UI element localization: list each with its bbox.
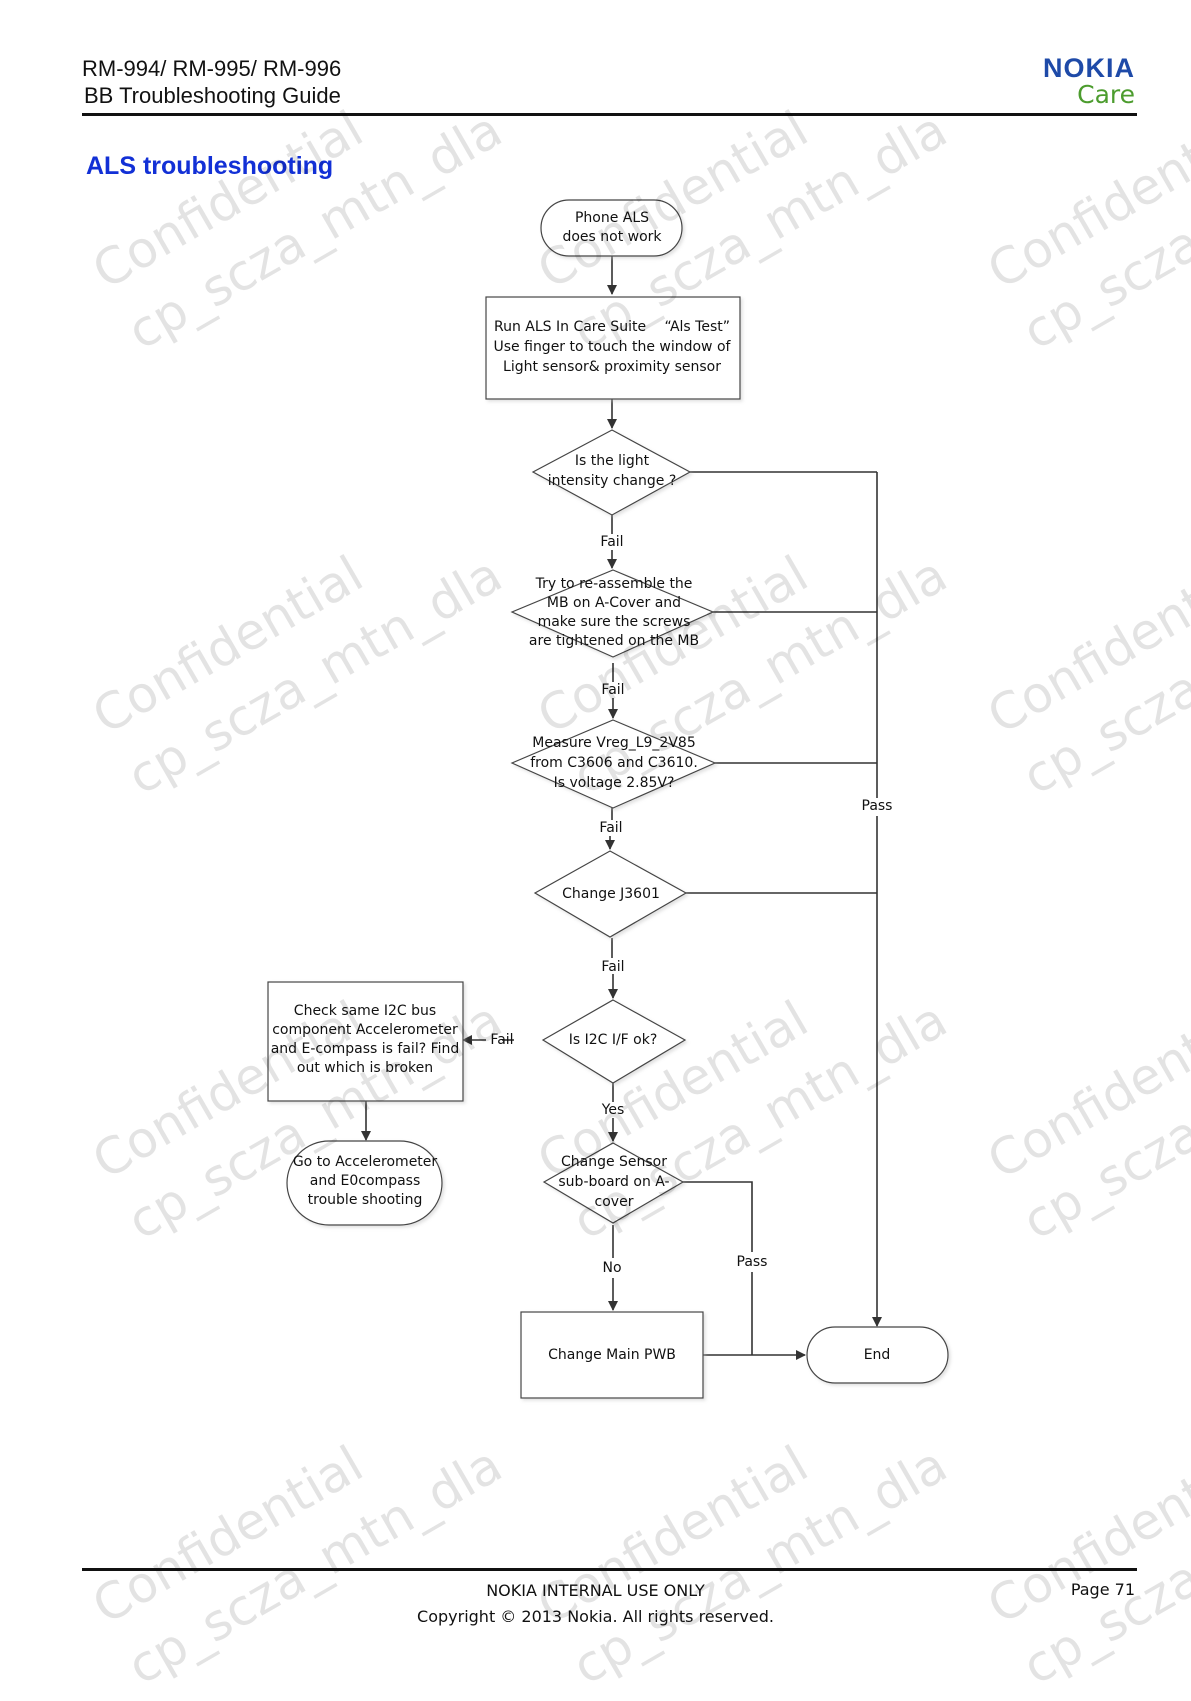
goto-accel-text: trouble shooting [308,1192,423,1208]
goto-accel-terminator [286,1140,443,1226]
edge-label-fail: Fail [599,820,622,836]
run-test-text: Light sensor& proximity sensor [503,359,721,375]
header-models: RM-994/ RM-995/ RM-996 [82,56,342,81]
change-sensor-decision [542,1142,685,1224]
i2c-decision [541,999,687,1084]
goto-accel-text: Go to Accelerometer [293,1154,438,1170]
q-reassemble-text: are tightened on the MB [529,633,699,649]
header-rule [82,113,1137,116]
start-text: does not work [562,229,662,245]
check-i2c-text: and E-compass is fail? Find [271,1041,460,1057]
q-change-sensor-text: cover [595,1194,634,1210]
footer-notice: NOKIA INTERNAL USE ONLY [486,1581,705,1600]
end-text: End [864,1347,891,1363]
edge-label-pass: Pass [737,1254,768,1270]
change-pwb-text: Change Main PWB [548,1347,676,1363]
check-i2c-text: out which is broken [297,1060,433,1076]
q-reassemble-text: make sure the screws [538,614,691,630]
run-test-text: Run ALS In Care Suite “Als Test” [494,319,730,335]
end-terminator [806,1326,949,1384]
start-text: Phone ALS [575,210,649,226]
edge-label-pass: Pass [862,798,893,814]
edge-label-yes: Yes [601,1102,625,1118]
check-i2c-text: Check same I2C bus [294,1003,436,1019]
footer-copyright: Copyright © 2013 Nokia. All rights reser… [417,1607,774,1626]
section-title: ALS troubleshooting [86,152,334,180]
edge-label-fail: Fail [601,682,624,698]
change-pwb-box [520,1311,704,1399]
measure-decision [510,719,717,809]
q-change-sensor-text: Change Sensor [561,1154,667,1170]
start-terminator [540,199,683,257]
q-intensity-text: Is the light [575,453,650,469]
change-j-decision [533,850,688,938]
goto-accel-text: and E0compass [310,1173,421,1189]
q-change-j-text: Change J3601 [562,886,660,902]
nokia-care-logo: NOKIA Care [995,54,1135,108]
edge-label-fail: Fail [490,1032,513,1048]
check-i2c-box [267,981,464,1102]
edge-label-fail: Fail [601,959,624,975]
q-measure-text: from C3606 and C3610. [530,755,698,771]
page-number: Page 71 [1070,1580,1135,1599]
footer-rule [82,1568,1137,1571]
reassemble-decision [510,569,715,658]
edge-label-fail: Fail [600,534,623,550]
intensity-decision [531,429,692,516]
q-change-sensor-text: sub-board on A- [558,1174,669,1190]
shapes [267,199,949,1399]
connector-sensor-pass-a [683,1181,753,1252]
q-measure-text: Is voltage 2.85V? [554,775,675,791]
run-test-box [485,296,741,400]
connectors [361,256,882,1360]
header-guide-title: BB Troubleshooting Guide [84,83,341,108]
logo-sub: Care [1077,80,1135,109]
q-i2c-text: Is I2C I/F ok? [569,1032,658,1048]
q-reassemble-text: MB on A-Cover and [547,595,681,611]
run-test-text: Use finger to touch the window of [494,339,732,355]
q-reassemble-text: Try to re-assemble the [535,576,693,592]
q-intensity-text: intensity change ? [548,473,677,489]
check-i2c-text: component Accelerometer [272,1022,458,1038]
logo-brand: NOKIA [1043,53,1135,83]
edge-label-no: No [602,1260,621,1276]
q-measure-text: Measure Vreg_L9_2V85 [532,735,695,751]
